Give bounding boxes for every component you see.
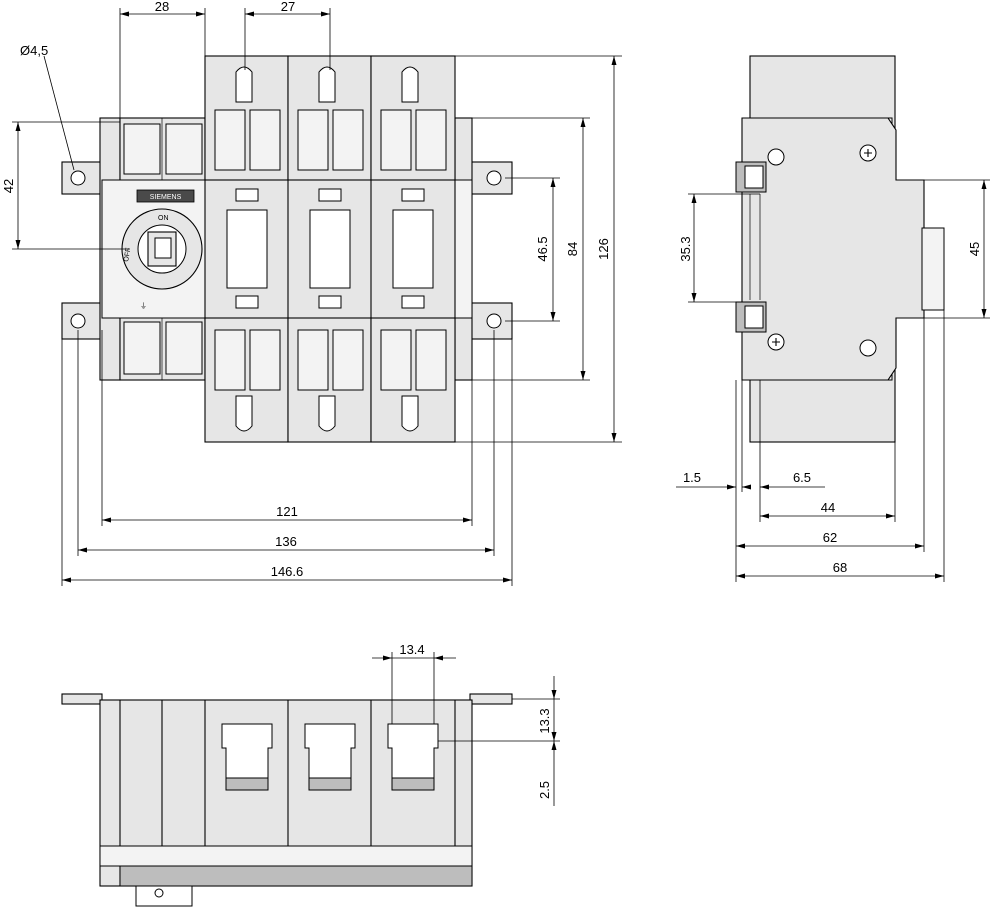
svg-text:46.5: 46.5 — [535, 236, 550, 261]
dim-hole-diameter: Ø4,5 — [20, 43, 48, 58]
terminal-screw-top — [318, 66, 336, 103]
svg-text:146.6: 146.6 — [271, 564, 304, 579]
dim-68: 68 — [736, 560, 944, 579]
handle-off-label: OFF — [123, 247, 132, 262]
mount-hole — [486, 170, 502, 186]
dim-13-3: 13.3 — [537, 676, 557, 741]
bottom-view-extension-lines — [391, 652, 560, 742]
dim-27: 27 — [245, 0, 330, 17]
terminal-screw-bottom — [401, 395, 419, 432]
brand-label: SIEMENS — [150, 194, 182, 201]
dim-6-5: 6.5 — [760, 470, 825, 490]
svg-text:45: 45 — [967, 242, 982, 256]
svg-text:126: 126 — [596, 238, 611, 260]
svg-text:28: 28 — [155, 0, 169, 14]
svg-text:136: 136 — [275, 534, 297, 549]
dim-84: 84 — [565, 118, 586, 380]
svg-text:27: 27 — [281, 0, 295, 14]
brand-plate — [136, 189, 195, 203]
mount-hole — [70, 170, 86, 186]
dim-1-5: 1.5 — [676, 470, 751, 490]
svg-text:44: 44 — [821, 500, 835, 515]
side-view-extension-lines — [688, 179, 990, 582]
terminal-screw-bottom — [318, 395, 336, 432]
dim-35-3: 35.3 — [678, 194, 697, 302]
dim-146-6: 146.6 — [62, 564, 512, 583]
svg-text:42: 42 — [1, 179, 16, 193]
handle-on-label: ON — [158, 215, 169, 222]
front-view-extension-lines — [12, 8, 622, 586]
side-screw — [859, 339, 877, 357]
bottom-din-clip — [135, 885, 193, 907]
terminal-screw-bottom — [235, 395, 253, 432]
dim-126: 126 — [596, 56, 617, 442]
terminal-screw-top — [235, 66, 253, 103]
svg-text:1.5: 1.5 — [683, 470, 701, 485]
svg-text:84: 84 — [565, 242, 580, 256]
dim-46-5: 46.5 — [535, 178, 556, 321]
svg-text:62: 62 — [823, 530, 837, 545]
svg-text:Ø4,5: Ø4,5 — [20, 43, 48, 58]
side-screw — [767, 148, 785, 166]
svg-text:35.3: 35.3 — [678, 236, 693, 261]
dim-13-4: 13.4 — [372, 642, 456, 661]
ground-symbol-icon: ⏚ — [140, 302, 147, 310]
svg-text:6.5: 6.5 — [793, 470, 811, 485]
dim-121: 121 — [102, 504, 472, 523]
bottom-view — [61, 693, 513, 907]
dim-136: 136 — [78, 534, 494, 553]
dim-28: 28 — [120, 0, 205, 17]
dim-44: 44 — [760, 500, 895, 519]
bottom-foot-right — [469, 693, 513, 705]
mount-hole — [486, 313, 502, 329]
side-view — [735, 55, 945, 443]
dim-45: 45 — [967, 180, 987, 318]
front-view: SIEMENS ON OFF ⏚ — [61, 55, 513, 443]
din-clip — [921, 227, 945, 311]
mount-hole — [70, 313, 86, 329]
dim-62: 62 — [736, 530, 924, 549]
dim-2-5: 2.5 — [537, 741, 557, 806]
bottom-foot-left — [61, 693, 103, 705]
svg-text:13.4: 13.4 — [399, 642, 424, 657]
terminal-screw-top — [401, 66, 419, 103]
svg-text:2.5: 2.5 — [537, 781, 552, 799]
svg-text:68: 68 — [833, 560, 847, 575]
dim-42: 42 — [1, 122, 21, 249]
svg-text:121: 121 — [276, 504, 298, 519]
svg-text:13.3: 13.3 — [537, 708, 552, 733]
